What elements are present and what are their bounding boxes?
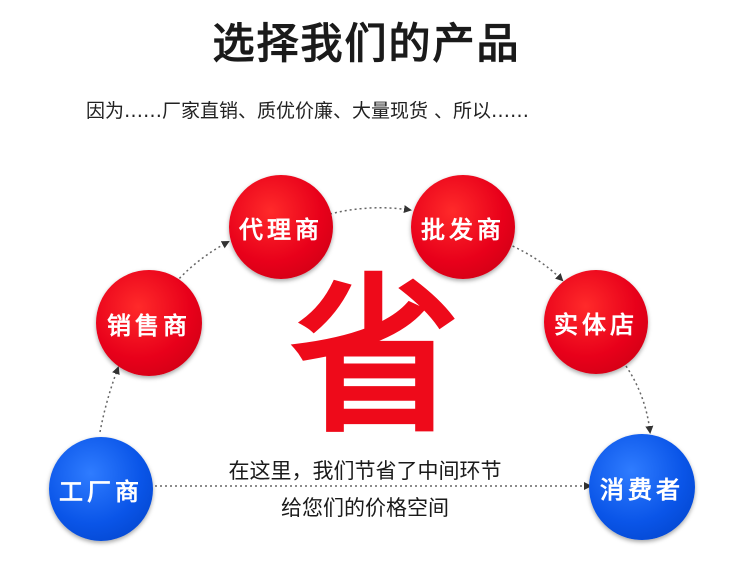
node-sales: 销售商 (96, 270, 202, 376)
node-store: 实体店 (544, 270, 648, 374)
caption-line2: 给您们的价格空间 (281, 496, 449, 520)
subtitle: 因为……厂家直销、质优价廉、大量现货 、所以…… (86, 100, 530, 122)
caption-line1: 在这里，我们节省了中间环节 (228, 459, 502, 483)
arrow-agent-to-wholesale (329, 205, 412, 215)
arrow-store-to-consumer (625, 365, 654, 434)
page-title: 选择我们的产品 (212, 19, 521, 68)
node-wholesale: 批发商 (411, 175, 515, 279)
node-agent: 代理商 (229, 175, 333, 279)
arrow-wholesale-to-store (507, 243, 564, 282)
arrow-factory-to-sales (99, 366, 120, 433)
node-factory: 工厂商 (49, 437, 153, 541)
arrow-sales-to-agent (175, 241, 230, 283)
node-consumer: 消费者 (589, 434, 695, 540)
center-character: 省 (290, 259, 461, 457)
